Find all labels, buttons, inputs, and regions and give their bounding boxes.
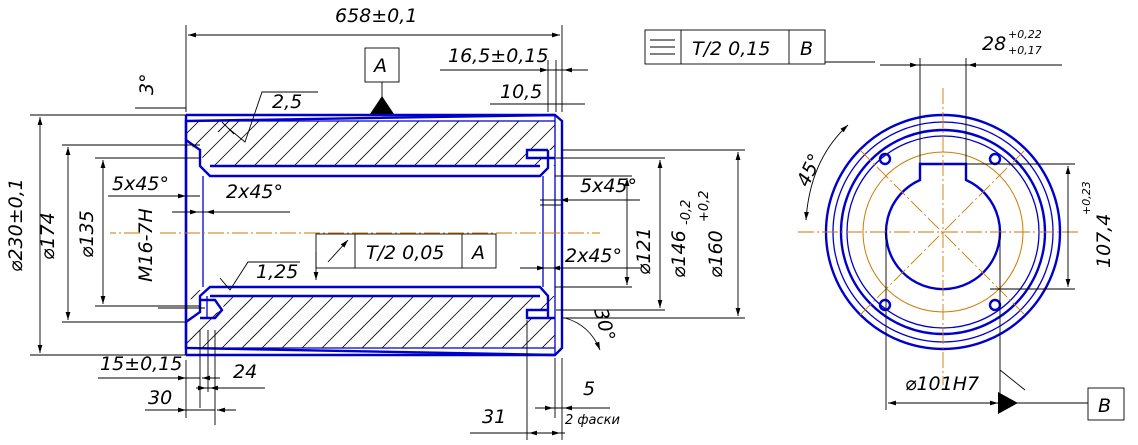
- symmetry-icon: [650, 39, 675, 55]
- front-view: [798, 88, 1080, 385]
- dim-thread: M16-7H: [135, 208, 157, 282]
- dim-angle-45: 45°: [793, 150, 827, 190]
- roughness-top: 2,5: [272, 91, 302, 113]
- dim-groove-width: 10,5: [500, 81, 542, 103]
- dim-dia-146: ⌀146: [668, 230, 690, 278]
- part-outline: [184, 113, 564, 357]
- dim-chamfer-2x45-right: 2x45°: [565, 245, 622, 267]
- roughness-bottom: 1,25: [256, 261, 298, 283]
- dim-bore: ⌀101H7: [905, 373, 979, 395]
- dim-dia-174: ⌀174: [37, 212, 59, 260]
- dim-dia-146-tol: -0,2: [679, 200, 694, 225]
- dim-groove-pos: 16,5±0,15: [448, 45, 549, 67]
- datum-b-box: [1087, 387, 1125, 421]
- datum-a-triangle: [370, 96, 394, 114]
- dim-chamfer-2x45-left: 2x45°: [226, 181, 283, 203]
- roughness-symbol-top: [227, 91, 318, 143]
- dim-key-width: 28: [982, 33, 1006, 55]
- dim-chamfer-5x45-right: 5x45°: [580, 175, 637, 197]
- dim-dia-160: ⌀160: [705, 230, 727, 278]
- section-view: [110, 113, 600, 357]
- hatch-top: [186, 121, 555, 166]
- dim-chamfer-5x45-left: 5x45°: [112, 173, 169, 195]
- datum-b-triangle: [998, 392, 1018, 414]
- section-dimensions: 658±0,1 16,5±0,15 10,5 3° 2,5 A ⌀230±0,1: [5, 5, 745, 440]
- svg-text:A: A: [470, 242, 485, 264]
- dim-24: 24: [233, 361, 257, 383]
- dim-chamfer-angle: 3°: [136, 73, 158, 95]
- dim-key-depth: 107,4: [1093, 214, 1115, 268]
- datum-a-label: A: [372, 55, 387, 77]
- dim-dia-135: ⌀135: [76, 210, 98, 258]
- dim-dia-121: ⌀121: [633, 227, 655, 275]
- runout-icon: [327, 239, 349, 263]
- dim-30: 30: [148, 387, 172, 409]
- datum-b-label: B: [1098, 395, 1111, 417]
- dim-key-depth-tol: +0,23: [1080, 181, 1093, 215]
- dim-key-width-lower: +0,17: [1008, 44, 1042, 57]
- dim-31: 31: [482, 406, 506, 428]
- svg-text:T/2 0,15: T/2 0,15: [692, 38, 770, 60]
- tolerance-frame-symmetry: T/2 0,15 B: [644, 29, 875, 65]
- dim-two-chamfers: 2 фаски: [565, 413, 620, 428]
- dim-5: 5: [583, 378, 595, 400]
- svg-text:T/2 0,05: T/2 0,05: [366, 242, 444, 264]
- dim-overall-length: 658±0,1: [335, 5, 417, 27]
- dim-dia-160-tol: +0,2: [697, 190, 712, 222]
- front-dimensions: T/2 0,15 B 28 +0,22 +0,17 45° 107,4 +0,2…: [644, 28, 1125, 421]
- dim-dia-230: ⌀230±0,1: [5, 178, 27, 272]
- dim-15: 15±0,15: [100, 353, 182, 375]
- svg-text:B: B: [800, 38, 813, 60]
- roughness-symbol-bottom: [219, 261, 300, 291]
- dim-key-width-upper: +0,22: [1008, 28, 1042, 41]
- tolerance-frame-runout: T/2 0,05 A: [313, 233, 497, 280]
